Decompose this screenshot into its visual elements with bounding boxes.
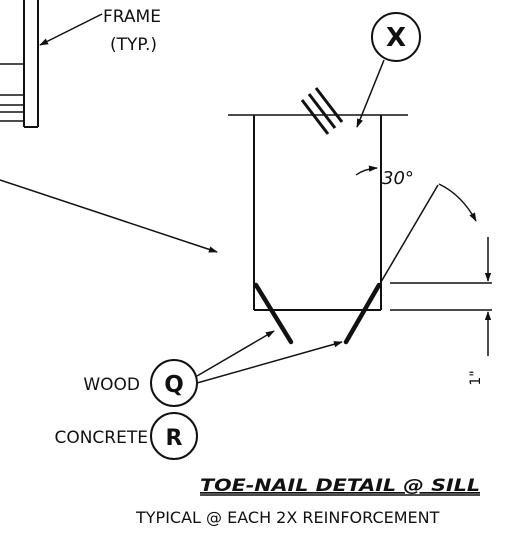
dimension (390, 237, 492, 356)
concrete-label: CONCRETE (54, 428, 148, 448)
callout-x-label: X (386, 23, 406, 53)
toe-nail-left (253, 282, 294, 345)
wood-label: WOOD (83, 375, 140, 395)
stud-section (228, 114, 408, 311)
toe-nail-right (343, 282, 382, 345)
angle-label: 30° (382, 168, 414, 189)
callout-q-leader-right-arrow (196, 341, 343, 384)
callout-r-circle (150, 412, 198, 460)
detail-title: TOE-NAIL DETAIL @ SILL (200, 476, 480, 496)
callout-r-label: R (166, 426, 183, 451)
frame-elevation (0, 0, 39, 128)
frame-leader-arrow (39, 13, 103, 46)
frame-label: FRAME (103, 7, 161, 27)
angle-arc-right-arrow (438, 183, 477, 222)
callout-q-leader-left-arrow (196, 330, 275, 377)
break-marks (300, 87, 344, 135)
frame-typ-label: (TYP.) (110, 35, 157, 55)
callout-x-leader-arrow (356, 59, 385, 128)
callout-q-label: Q (164, 372, 184, 398)
detail-subtitle: TYPICAL @ EACH 2X REINFORCEMENT (135, 508, 440, 527)
nail-angle-reference-line (380, 184, 439, 283)
angle-arc-left-arrow (355, 165, 378, 176)
dimension-label: 1" (468, 370, 484, 385)
callout-x-circle (371, 12, 421, 62)
section-leader-arrow (0, 179, 218, 253)
